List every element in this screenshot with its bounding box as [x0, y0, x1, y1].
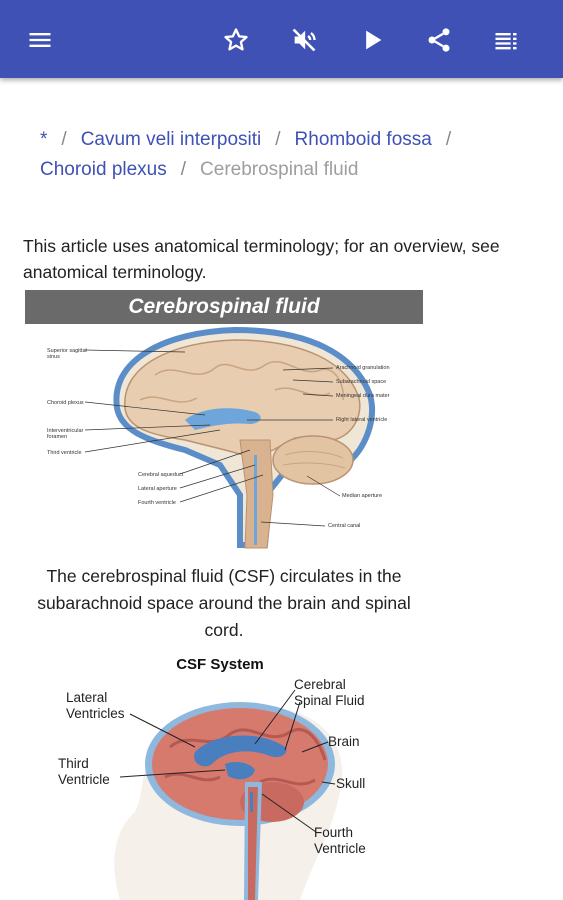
figure-title: CSF System [176, 656, 264, 673]
label-lateral-aperture: Lateral aperture [138, 486, 177, 492]
breadcrumb-item-choroid-plexus[interactable]: Choroid plexus [40, 159, 167, 180]
play-icon [366, 30, 382, 50]
toc-icon [495, 33, 517, 50]
app-bar [0, 0, 563, 78]
label-subarachnoid-space: Subarachnoid space [336, 379, 387, 385]
label-interventricular-foramen: Interventricular foramen [47, 428, 84, 440]
share-icon [428, 28, 450, 52]
mute-button[interactable] [284, 20, 324, 60]
play-button[interactable] [352, 20, 392, 60]
label-right-lateral-ventricle: Right lateral ventricle [336, 417, 388, 423]
brain-sagittal-illustration [84, 326, 376, 549]
label-superior-sagittal-sinus: Superior sagittal sinus [47, 348, 87, 360]
label-fourth-ventricle: Fourth ventricle [138, 500, 176, 506]
figure-title: Cerebrospinal fluid [25, 290, 423, 324]
volume-off-icon [292, 28, 316, 52]
csf-system-image[interactable]: CSF System Lateral Ventricles Third Vent… [40, 652, 400, 900]
csf-diagram-image[interactable]: Cerebrospinal fluid Superior sagittal si… [25, 290, 423, 552]
breadcrumb: * / Cavum veli interpositi / Rhomboid fossa /… [40, 125, 540, 185]
label-median-aperture: Median aperture [342, 493, 383, 499]
breadcrumb-separator: / [180, 159, 187, 180]
bookmark-button[interactable] [216, 20, 256, 60]
label-cerebral-spinal-fluid: Cerebral Spinal Fluid [294, 677, 365, 708]
contents-button[interactable] [486, 20, 526, 60]
label-arachnoid-granulation: Arachnoid granulation [336, 365, 390, 371]
breadcrumb-item-home[interactable]: * [40, 129, 48, 150]
breadcrumb-separator: / [61, 129, 67, 150]
breadcrumb-item-cavum-veli-interpositi[interactable]: Cavum veli interpositi [80, 129, 262, 150]
label-central-canal: Central canal [328, 523, 361, 529]
label-lateral-ventricles: Lateral Ventricles [66, 690, 125, 721]
star-icon [224, 28, 248, 51]
label-third-ventricle: Third ventricle [47, 450, 82, 456]
label-cerebral-aqueduct: Cerebral aqueduct [138, 472, 184, 478]
share-button[interactable] [419, 20, 459, 60]
label-brain: Brain [328, 734, 360, 749]
intro-text: This article uses anatomical terminology… [23, 236, 500, 282]
breadcrumb-separator: / [275, 129, 281, 150]
label-third-ventricle: Third Ventricle [58, 756, 110, 787]
figure-caption: The cerebrospinal fluid (CSF) circulates… [37, 566, 411, 640]
label-choroid-plexus: Choroid plexus [47, 400, 84, 406]
breadcrumb-item-rhomboid-fossa[interactable]: Rhomboid fossa [294, 129, 432, 150]
csf-system-illustration [114, 689, 343, 900]
label-skull: Skull [336, 776, 366, 791]
breadcrumb-separator: / [445, 129, 452, 150]
breadcrumb-current: Cerebrospinal fluid [200, 159, 359, 180]
label-fourth-ventricle: Fourth Ventricle [314, 825, 366, 856]
label-meningeal-dura-mater: Meningeal dura mater [336, 393, 390, 399]
menu-button[interactable] [20, 20, 60, 60]
menu-icon [29, 33, 51, 47]
